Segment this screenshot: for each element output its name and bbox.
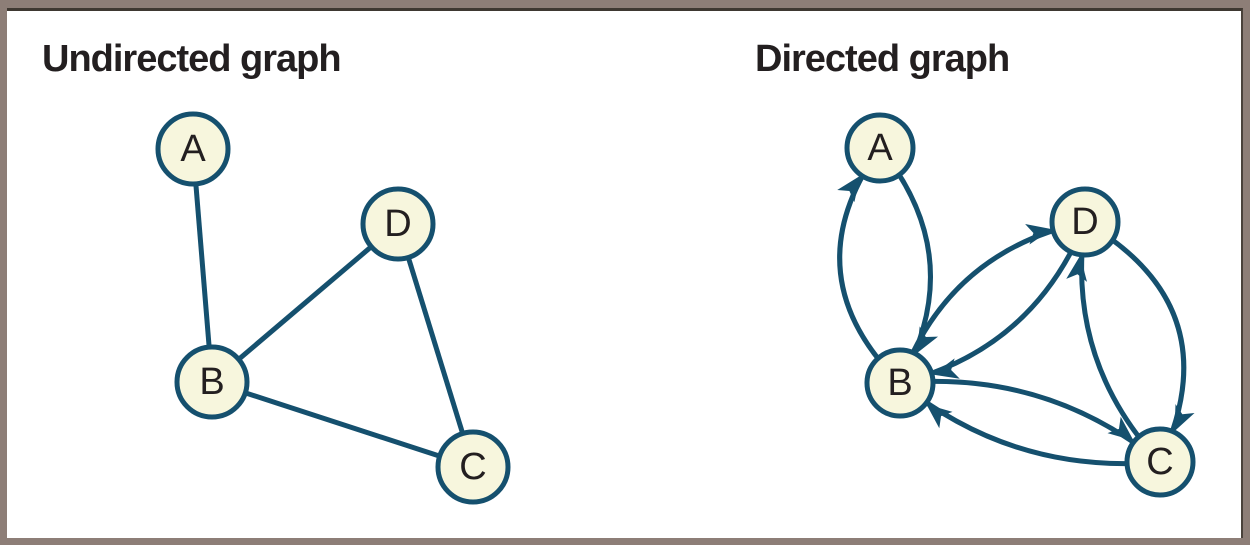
node-label-C: C <box>1146 441 1173 483</box>
edge-B-C <box>211 379 474 470</box>
node-D <box>1049 186 1121 258</box>
node-label-D: D <box>384 203 411 245</box>
node-C <box>1124 426 1196 498</box>
node-C <box>435 429 511 505</box>
node-label-D: D <box>1071 201 1098 243</box>
node-B <box>174 344 250 420</box>
node-label-A: A <box>180 128 206 170</box>
edge-D-C <box>395 223 476 468</box>
arrowhead-B-C <box>1107 416 1134 441</box>
node-B <box>864 347 936 419</box>
arrowhead-B-D <box>1025 224 1052 245</box>
edge-B-A <box>837 146 902 385</box>
node-D <box>360 186 436 262</box>
node-label-C: C <box>459 446 486 488</box>
undirected-graph-title: Undirected graph <box>42 38 342 80</box>
directed-graph-title: Directed graph <box>755 38 1010 80</box>
node-label-A: A <box>867 127 893 169</box>
edge-B-D <box>210 222 400 384</box>
arrowhead-B-A <box>837 175 861 203</box>
figure-panel <box>7 8 1243 538</box>
node-label-B: B <box>887 362 912 404</box>
arrowhead-C-D <box>1066 255 1088 282</box>
edge-C-B <box>898 381 1161 467</box>
node-label-B: B <box>199 361 224 403</box>
edge-A-B <box>190 148 215 383</box>
arrowhead-D-C <box>1174 404 1195 432</box>
node-A <box>155 111 231 187</box>
arrowhead-D-B <box>932 358 960 379</box>
arrowhead-C-B <box>926 404 953 429</box>
node-A <box>844 112 916 184</box>
edge-D-C <box>1083 219 1187 464</box>
edge-B-C <box>899 378 1162 464</box>
